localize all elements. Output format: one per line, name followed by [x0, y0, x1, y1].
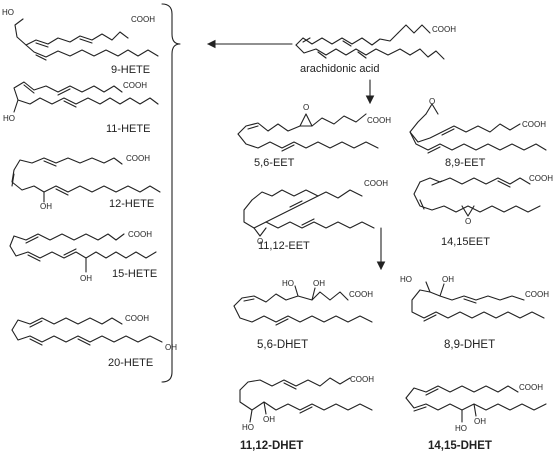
- epoxide-oxygen-label: O: [257, 237, 263, 246]
- 8-9-dhet-label: 8,9-DHET: [444, 339, 496, 351]
- 8-9-eet-structure: [409, 103, 547, 154]
- hydroxyl-label: HO: [455, 424, 467, 433]
- acid-group-label: COOH: [432, 25, 456, 34]
- epoxide-oxygen-label: O: [465, 217, 471, 226]
- 12-hete-structure: [11, 157, 161, 203]
- acid-group-label: COOH: [525, 290, 549, 299]
- 5-6-eet-label: 5,6-EET: [254, 157, 295, 169]
- 15-hete-structure: [9, 233, 157, 273]
- 8-9-dhet-structure: [411, 281, 545, 322]
- 20-hete-label: 20-HETE: [108, 357, 154, 369]
- hydroxyl-label: OH: [442, 275, 454, 284]
- hydroxyl-label: OH: [263, 415, 275, 424]
- acid-group-label: COOH: [519, 383, 543, 392]
- 14-15-eet-structure: [413, 177, 541, 217]
- 14-15-dhet-structure: [405, 385, 547, 423]
- acid-group-label: COOH: [367, 116, 391, 125]
- arachidonic-acid-label: arachidonic acid: [300, 63, 380, 75]
- hydroxyl-label: HO: [242, 423, 254, 432]
- acid-group-label: COOH: [131, 15, 155, 24]
- 9-hete-label: 9-HETE: [111, 64, 151, 76]
- 11-hete-label: 11-HETE: [106, 123, 151, 135]
- arachidonic-acid-structure: [295, 24, 445, 60]
- 14-15-dhet-label: 14,15-DHET: [428, 440, 492, 452]
- acid-group-label: COOH: [126, 154, 150, 163]
- 11-hete-structure: [13, 81, 159, 113]
- epoxide-oxygen-label: O: [429, 97, 435, 106]
- epoxide-oxygen-label: O: [303, 103, 309, 112]
- hydroxyl-label: OH: [80, 274, 92, 283]
- 5-6-dhet-structure: [233, 285, 373, 326]
- acid-group-label: COOH: [128, 230, 152, 239]
- acid-group-label: COOH: [522, 120, 546, 129]
- 11-12-dhet-structure: [239, 377, 373, 423]
- hydroxyl-label: HO: [282, 279, 294, 288]
- acid-group-label: COOH: [529, 174, 553, 183]
- 15-hete-label: 15-HETE: [112, 268, 158, 280]
- hete-group-bracket: [161, 3, 181, 383]
- 8-9-eet-label: 8,9-EET: [445, 157, 486, 169]
- 11-12-dhet-label: 11,12-DHET: [240, 440, 304, 452]
- acid-group-label: COOH: [123, 81, 147, 90]
- 11-12-eet-structure: [243, 189, 375, 237]
- 12-hete-label: 12-HETE: [109, 198, 155, 210]
- hydroxyl-label: HO: [400, 275, 412, 284]
- 5-6-eet-structure: [237, 113, 379, 152]
- 11-12-eet-label: 11,12-EET: [258, 240, 310, 252]
- hydroxyl-label: HO: [3, 114, 15, 123]
- hydroxyl-label: OH: [40, 202, 52, 211]
- 14-15-eet-label: 14,15EET: [441, 236, 490, 248]
- 20-hete-structure: [11, 317, 163, 346]
- hydroxyl-label: HO: [2, 8, 14, 17]
- acid-group-label: COOH: [350, 375, 374, 384]
- hydroxyl-label: OH: [474, 417, 486, 426]
- 5-6-dhet-label: 5,6-DHET: [257, 339, 309, 351]
- acid-group-label: COOH: [125, 314, 149, 323]
- acid-group-label: COOH: [364, 179, 388, 188]
- acid-group-label: COOH: [349, 290, 373, 299]
- hydroxyl-label: OH: [165, 343, 177, 352]
- 9-hete-structure: [14, 18, 159, 61]
- hydroxyl-label: OH: [313, 279, 325, 288]
